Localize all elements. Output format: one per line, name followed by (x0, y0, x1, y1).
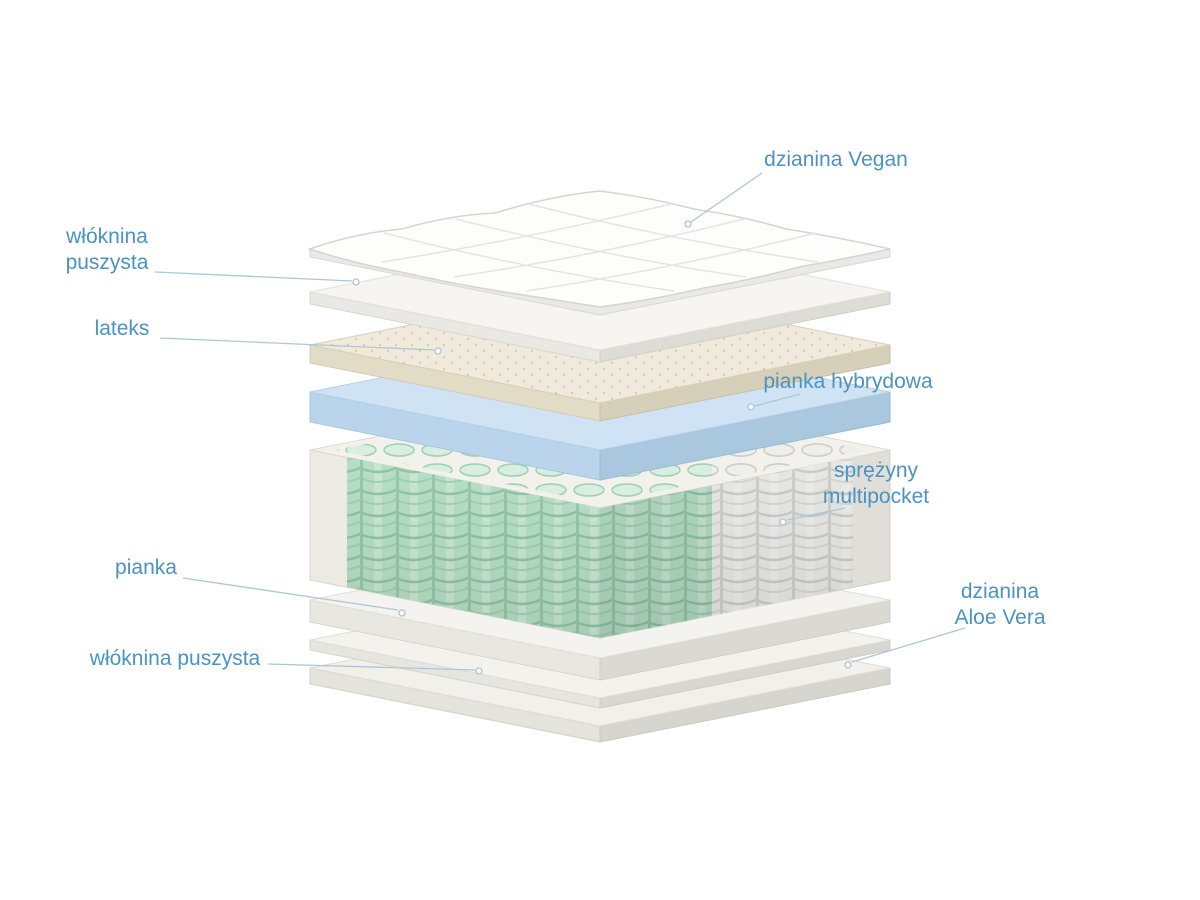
label-text: Aloe Vera (954, 606, 1046, 629)
label-text: pianka hybrydowa (763, 370, 933, 393)
leader-fluff-bottom (267, 663, 476, 671)
label-dzianina-aloe-vera: dzianina Aloe Vera (954, 579, 1045, 631)
quilt-stitching (381, 203, 819, 292)
label-lateks: lateks (95, 316, 150, 342)
label-text: lateks (94, 317, 150, 340)
layer-vegan-quilt (307, 190, 891, 316)
leader-fluff-top (154, 271, 353, 282)
label-pianka: pianka (115, 555, 177, 581)
label-text: włóknina puszysta (89, 647, 261, 670)
label-text: puszysta (65, 251, 149, 274)
leader-foam (182, 577, 399, 611)
leader-lines (154, 172, 966, 675)
label-text: pianka (115, 556, 177, 579)
label-dzianina-vegan: dzianina Vegan (764, 147, 908, 173)
leader-springs (786, 507, 846, 521)
label-pianka-hybrydowa: pianka hybrydowa (763, 369, 932, 395)
leader-latex (159, 337, 435, 351)
leader-hybrid-foam (754, 393, 801, 407)
leader-vegan (690, 172, 763, 223)
label-text: włóknina (66, 225, 148, 248)
leader-aloe (851, 627, 966, 663)
label-text: sprężyny (833, 459, 919, 482)
label-text: multipocket (822, 485, 930, 508)
label-wloknina-puszysta-bottom: włóknina puszysta (90, 646, 260, 672)
label-text: dzianina Vegan (764, 148, 908, 171)
label-text: dzianina (960, 580, 1040, 603)
label-sprezyny-multipocket: sprężyny multipocket (823, 458, 929, 510)
label-wloknina-puszysta-top: włóknina puszysta (66, 224, 149, 276)
